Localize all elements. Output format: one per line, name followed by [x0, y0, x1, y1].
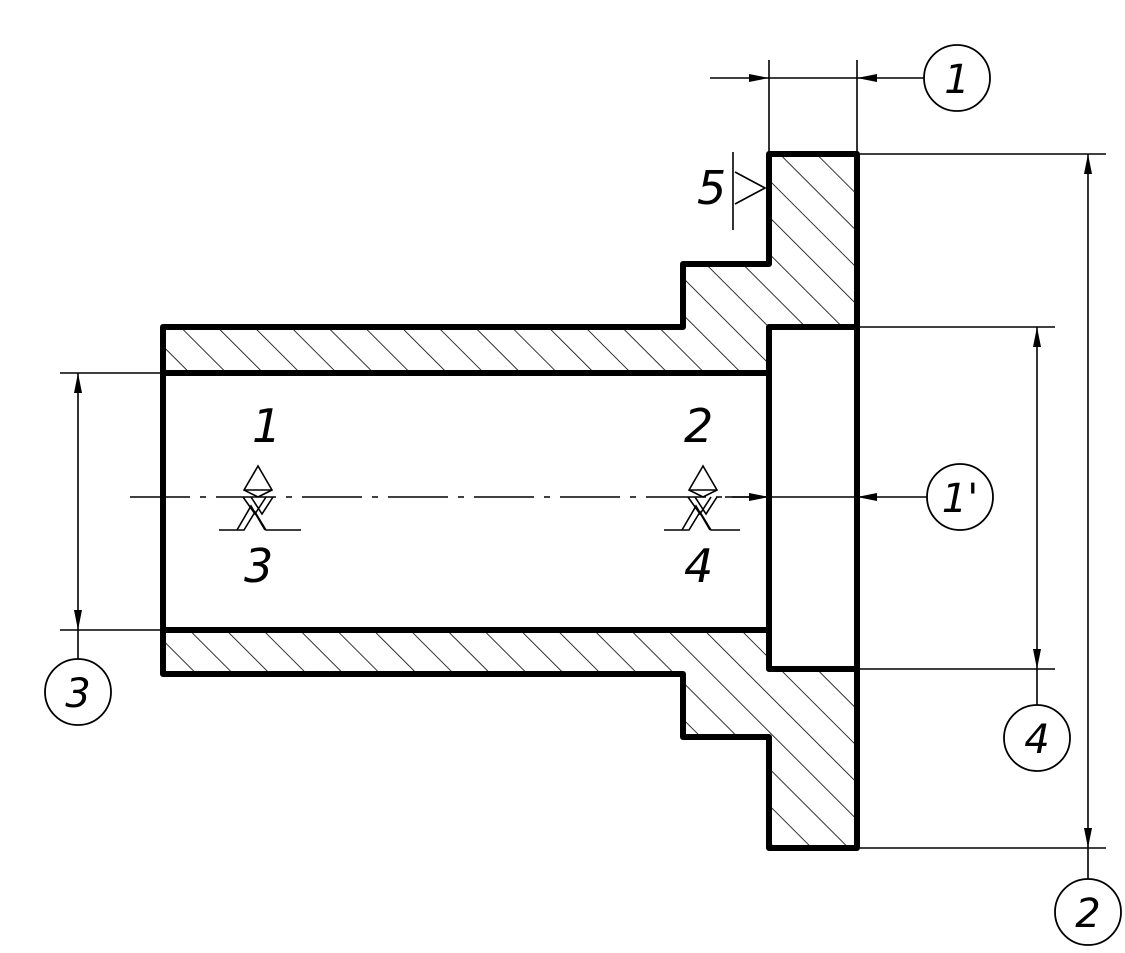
callout-1-prime: 1' [926, 463, 994, 531]
callout-3: 3 [44, 658, 112, 726]
datum-label-2: 2 [684, 399, 713, 453]
callout-1-label: 1 [944, 57, 969, 103]
callout-4-label: 4 [1024, 717, 1049, 763]
callout-1-prime-label: 1' [942, 476, 978, 522]
callout-4: 4 [1003, 704, 1071, 772]
section-hatching [163, 154, 857, 848]
part-outline [160, 151, 860, 851]
surface-mark-5 [732, 152, 767, 230]
datum-label-1: 1 [252, 399, 281, 453]
extension-lines [60, 60, 1106, 849]
callout-1: 1 [923, 44, 991, 112]
callout-3-label: 3 [65, 671, 90, 717]
datum-label-4: 4 [684, 539, 713, 593]
datum-label-5: 5 [697, 161, 726, 215]
callout-2: 2 [1054, 878, 1122, 946]
datum-symbol-left [219, 464, 301, 531]
datum-label-3: 3 [244, 539, 273, 593]
callout-2-label: 2 [1075, 891, 1100, 937]
datum-symbol-right [664, 464, 740, 531]
